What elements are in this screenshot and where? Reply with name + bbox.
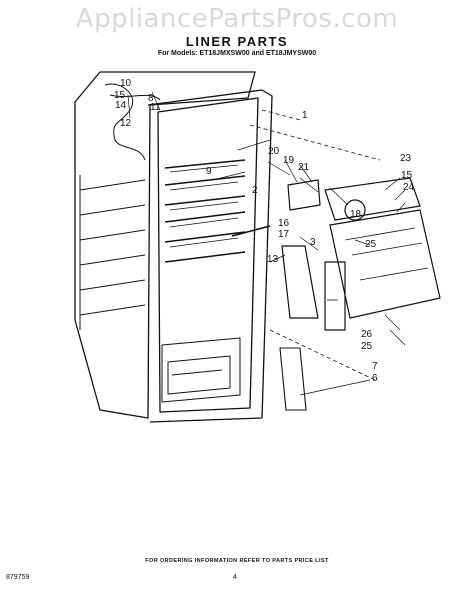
callout-17: 17 — [278, 229, 290, 240]
callout-23: 23 — [400, 153, 412, 164]
part-7-strip — [279, 347, 307, 411]
part-3-duct — [324, 261, 346, 331]
callout-15b: 15 — [401, 170, 413, 181]
callout-9: 9 — [206, 166, 212, 177]
callout-16: 16 — [278, 218, 290, 229]
callout-11: 11 — [150, 102, 161, 113]
callout-1: 1 — [302, 110, 308, 121]
watermark: AppliancePartsPros.com — [75, 4, 399, 34]
models-subtitle: For Models: ET18JMXSW00 and ET18JMYSW00 — [157, 50, 317, 57]
callout-26: 26 — [361, 329, 373, 340]
callout-25b: 25 — [361, 341, 373, 352]
callout-8: 8 — [148, 93, 154, 104]
callout-20: 20 — [268, 146, 280, 157]
part-13-panel — [281, 245, 319, 319]
part-23-housing — [324, 177, 421, 221]
callout-24: 24 — [403, 182, 415, 193]
callout-14: 14 — [115, 100, 127, 111]
callout-12: 12 — [120, 118, 132, 129]
callout-18: 18 — [350, 209, 362, 220]
cabinet-outline — [74, 71, 256, 419]
callout-2: 2 — [252, 185, 258, 196]
callout-3: 3 — [310, 237, 316, 248]
callout-labels: 1 2 3 6 7 8 9 10 11 12 13 14 15 15 16 17… — [114, 78, 415, 384]
callout-6: 6 — [372, 373, 378, 384]
callout-19: 19 — [283, 155, 295, 166]
page-number: 4 — [233, 574, 237, 581]
part-2-rod — [231, 225, 271, 237]
callout-7: 7 — [372, 361, 378, 372]
callout-10: 10 — [120, 78, 132, 89]
liner-front-frame — [147, 89, 273, 423]
ordering-note: FOR ORDERING INFORMATION REFER TO PARTS … — [145, 558, 329, 564]
diagram-title: LINER PARTS — [185, 34, 289, 49]
callout-25a: 25 — [365, 239, 377, 250]
part-16-bracket — [287, 179, 321, 211]
callout-15: 15 — [114, 90, 126, 101]
callout-21: 21 — [298, 162, 310, 173]
document-number: 879759 — [6, 574, 30, 581]
callout-13: 13 — [267, 254, 279, 265]
part-24-panel — [329, 209, 441, 319]
